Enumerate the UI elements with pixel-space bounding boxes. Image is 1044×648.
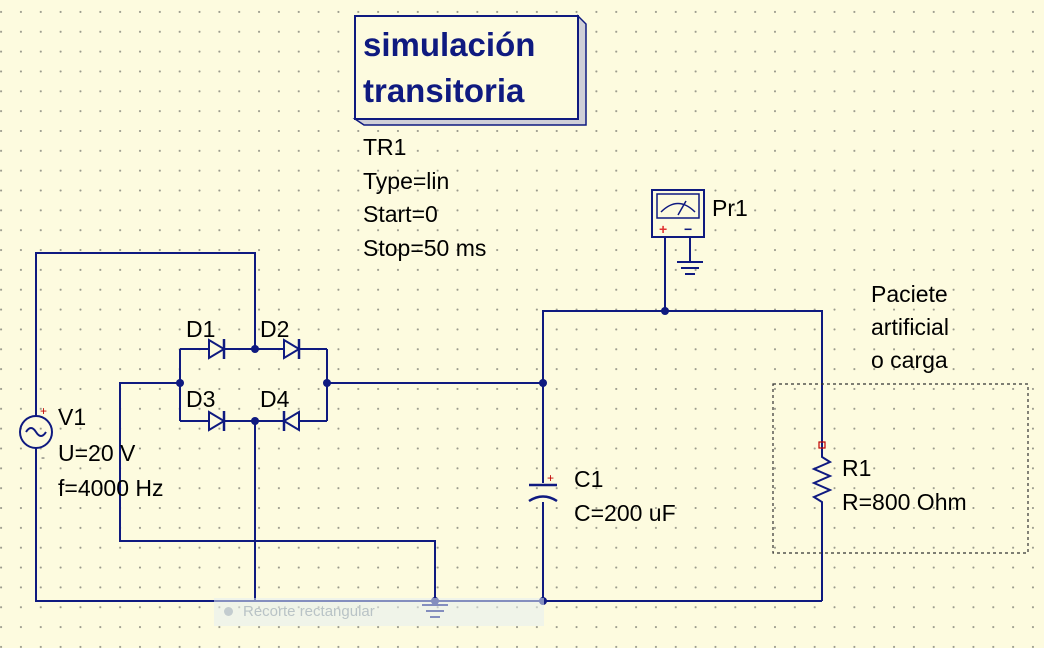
simulation-block[interactable]: simulación transitoria bbox=[352, 14, 587, 126]
r1-name: R1 bbox=[842, 455, 871, 481]
diode-d4[interactable] bbox=[280, 410, 305, 432]
load-label-line1: Paciete bbox=[871, 281, 948, 307]
d1-label: D1 bbox=[186, 316, 215, 342]
probe-plus-sign: + bbox=[659, 221, 667, 237]
simulation-title-line1: simulación bbox=[363, 26, 535, 63]
wires bbox=[35, 237, 823, 605]
v1-minus-sign: - bbox=[41, 450, 45, 464]
d2-label: D2 bbox=[260, 316, 289, 342]
d3-label: D3 bbox=[186, 386, 215, 412]
load-label-line3: o carga bbox=[871, 347, 948, 373]
record-icon bbox=[224, 607, 233, 616]
c1-plus-sign: + bbox=[547, 471, 554, 485]
v1-frequency: f=4000 Hz bbox=[58, 475, 164, 501]
diode-d1[interactable] bbox=[203, 338, 230, 360]
resistor-r1[interactable] bbox=[811, 441, 833, 516]
simulation-start: Start=0 bbox=[363, 201, 438, 227]
simulation-name: TR1 bbox=[363, 134, 406, 160]
load-label-line2: artificial bbox=[871, 314, 949, 340]
diode-d3[interactable] bbox=[203, 410, 230, 432]
probe-name: Pr1 bbox=[712, 195, 748, 221]
v1-name: V1 bbox=[58, 404, 86, 430]
overlay-text: Recorte rectangular bbox=[243, 603, 375, 620]
probe-minus-sign: − bbox=[684, 221, 692, 237]
capacitor-c1[interactable]: + bbox=[528, 471, 558, 503]
simulation-stop: Stop=50 ms bbox=[363, 235, 486, 261]
simulation-type: Type=lin bbox=[363, 168, 449, 194]
c1-name: C1 bbox=[574, 466, 603, 492]
d4-label: D4 bbox=[260, 386, 290, 412]
diode-d2[interactable] bbox=[280, 338, 305, 360]
voltage-source-v1[interactable]: + - bbox=[19, 395, 53, 464]
voltage-probe-pr1[interactable]: + − bbox=[651, 189, 705, 238]
v1-plus-sign: + bbox=[40, 404, 47, 418]
simulation-title-line2: transitoria bbox=[363, 72, 525, 109]
v1-voltage: U=20 V bbox=[58, 440, 136, 466]
r1-value: R=800 Ohm bbox=[842, 489, 967, 515]
ground-symbol-probe[interactable] bbox=[677, 261, 703, 275]
rectangular-snip-overlay: Recorte rectangular bbox=[214, 598, 544, 626]
c1-value: C=200 uF bbox=[574, 500, 676, 526]
junction-dots bbox=[176, 307, 669, 605]
load-box[interactable] bbox=[772, 383, 1029, 554]
